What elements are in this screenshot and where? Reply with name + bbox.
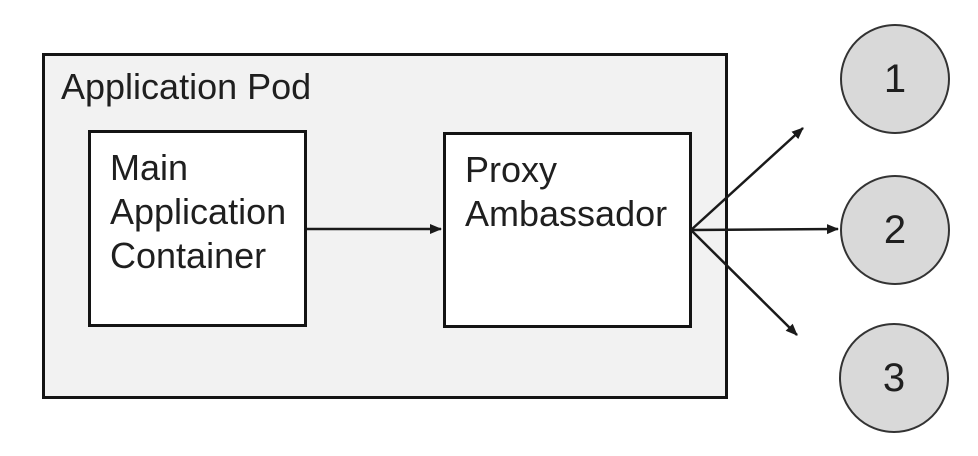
application-pod-label: Application Pod [61, 66, 312, 107]
main-application-container-label: Main Application Container [110, 147, 287, 276]
target-circle-1: 1 [840, 24, 950, 134]
target-circle-3: 3 [839, 323, 949, 433]
proxy-ambassador-label: Proxy Ambassador [465, 149, 668, 234]
target-circle-3-label: 3 [882, 355, 906, 400]
target-circle-2: 2 [840, 175, 950, 285]
proxy-ambassador-node: Proxy Ambassador [443, 132, 692, 328]
target-circle-1-label: 1 [883, 56, 907, 101]
target-circle-2-label: 2 [883, 207, 907, 252]
main-application-container-node: Main Application Container [88, 130, 307, 327]
